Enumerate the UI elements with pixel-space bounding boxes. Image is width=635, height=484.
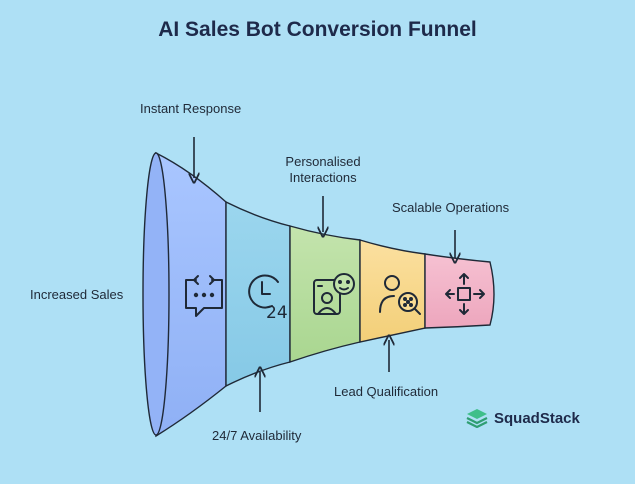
user-search-icon xyxy=(379,275,421,315)
persona-chat-icon xyxy=(313,273,355,315)
label-personalised-line2: Interactions xyxy=(289,170,357,185)
chat-refresh-icon xyxy=(185,275,223,317)
page-title: AI Sales Bot Conversion Funnel xyxy=(158,18,477,41)
label-scalable-operations: Scalable Operations xyxy=(392,200,510,215)
brand-name: SquadStack xyxy=(494,409,580,427)
clock-24-icon: 24 xyxy=(248,274,288,323)
funnel-segment-2 xyxy=(225,200,291,388)
label-instant-response: Instant Response xyxy=(140,101,242,116)
brand-logo: SquadStack xyxy=(466,406,580,430)
squadstack-logo-icon xyxy=(466,409,488,428)
expand-arrows-icon xyxy=(445,273,485,315)
funnel-segment-4 xyxy=(359,239,426,343)
label-lead-qualification: Lead Qualification xyxy=(334,384,439,399)
label-availability: 24/7 Availability xyxy=(212,428,302,443)
funnel-segment-5 xyxy=(424,253,495,329)
label-personalised-line1: Personalised xyxy=(285,154,361,169)
label-personalised: Personalised Interactions xyxy=(268,154,378,186)
funnel-mouth xyxy=(142,152,170,436)
svg-text:24: 24 xyxy=(266,303,288,323)
label-increased-sales: Increased Sales xyxy=(30,287,124,302)
